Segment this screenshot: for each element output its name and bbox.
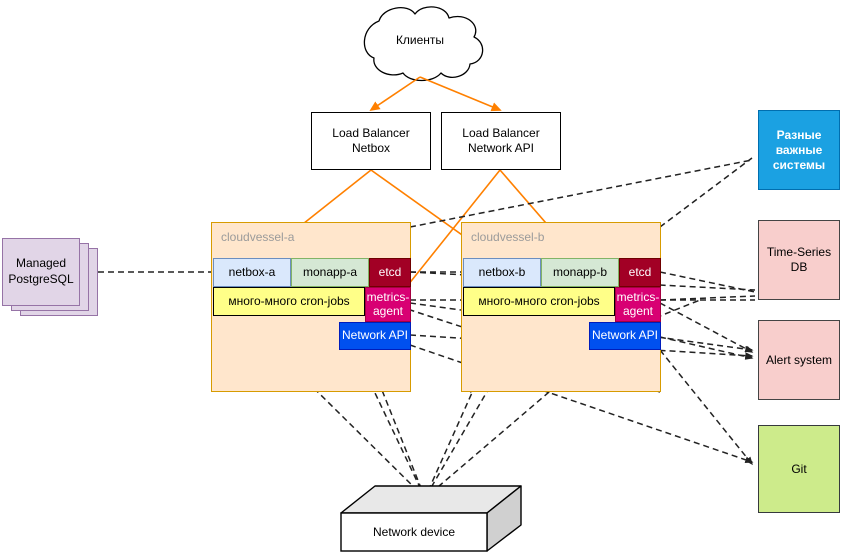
lb-netbox-line2: Netbox xyxy=(351,141,390,155)
service-cron-jobs-b[interactable]: много-много cron-jobs xyxy=(463,287,615,316)
lb-network-api-line1: Load Balancer xyxy=(462,126,540,140)
postgres-label-line1: Managed xyxy=(15,256,67,271)
service-etcd-b[interactable]: etcd xyxy=(619,258,661,287)
lb-network-api-line2: Network API xyxy=(467,141,534,155)
cloud-label: Клиенты xyxy=(395,33,445,47)
service-network-api-a[interactable]: Network API xyxy=(339,322,411,350)
cloudvessel-b-label: cloudvessel-b xyxy=(471,230,545,244)
cloudvessel-a-label: cloudvessel-a xyxy=(221,230,295,244)
external-alert-system[interactable]: Alert system xyxy=(758,320,840,400)
network-device-shape[interactable] xyxy=(340,485,522,552)
service-network-api-b[interactable]: Network API xyxy=(589,322,661,350)
load-balancer-network-api[interactable]: Load Balancer Network API xyxy=(441,112,561,170)
external-git[interactable]: Git xyxy=(758,425,840,513)
service-metrics-agent-a[interactable]: metrics-agent xyxy=(365,287,411,322)
service-etcd-a[interactable]: etcd xyxy=(369,258,411,287)
service-metrics-agent-b[interactable]: metrics-agent xyxy=(615,287,661,322)
service-netbox-b[interactable]: netbox-b xyxy=(463,258,541,287)
lb-netbox-line1: Load Balancer xyxy=(332,126,410,140)
managed-postgresql[interactable]: Managed PostgreSQL xyxy=(2,238,80,306)
external-time-series-db[interactable]: Time-Series DB xyxy=(758,220,840,300)
external-important-systems[interactable]: Разные важные системы xyxy=(758,110,840,190)
service-cron-jobs-a[interactable]: много-много cron-jobs xyxy=(213,287,365,316)
service-monapp-b[interactable]: monapp-b xyxy=(541,258,619,287)
load-balancer-netbox[interactable]: Load Balancer Netbox xyxy=(311,112,431,170)
service-netbox-a[interactable]: netbox-a xyxy=(213,258,291,287)
service-monapp-a[interactable]: monapp-a xyxy=(291,258,369,287)
postgres-label-line2: PostgreSQL xyxy=(8,272,74,286)
